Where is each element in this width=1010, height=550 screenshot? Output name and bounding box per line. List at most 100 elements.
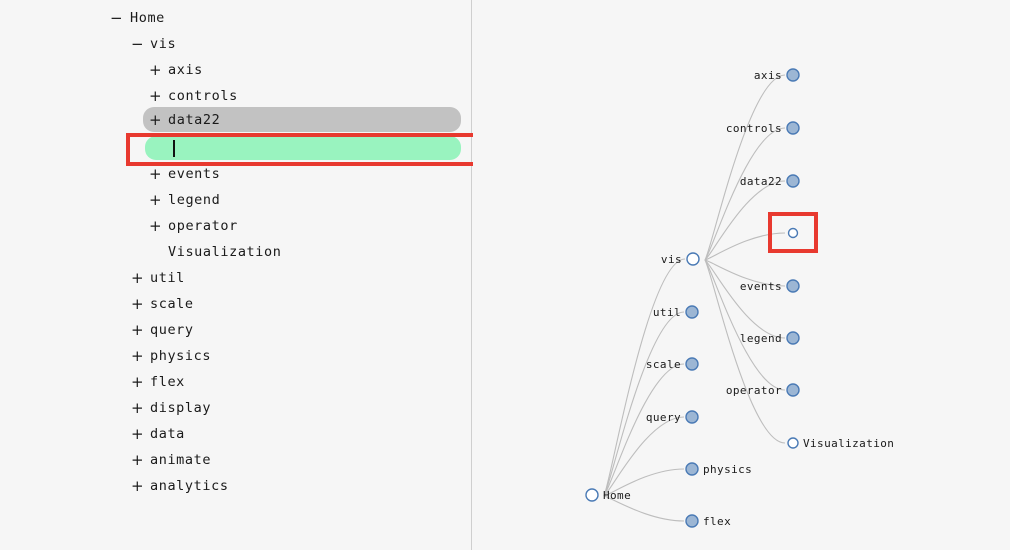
tree-row[interactable]: + analytics <box>0 473 471 499</box>
tree-row[interactable]: + data <box>0 421 471 447</box>
graph-node[interactable]: flex <box>685 514 731 528</box>
tree-node-label[interactable]: events <box>168 166 221 182</box>
tree-row[interactable]: + events <box>0 161 471 187</box>
graph-node[interactable]: events <box>740 279 800 293</box>
inline-rename-input[interactable] <box>145 136 461 160</box>
tree-node-label[interactable]: data22 <box>168 112 221 128</box>
expand-icon[interactable]: + <box>131 347 144 365</box>
tree-row[interactable]: + animate <box>0 447 471 473</box>
graph-node[interactable]: legend <box>740 331 800 345</box>
collapse-icon[interactable]: − <box>131 35 144 53</box>
graph-node-circle[interactable] <box>786 279 800 293</box>
tree-row[interactable]: + scale <box>0 291 471 317</box>
tree-row[interactable]: + util <box>0 265 471 291</box>
tree-row[interactable]: + legend <box>0 187 471 213</box>
graph-node-circle[interactable] <box>787 437 799 449</box>
tree-row[interactable]: −vis <box>0 31 471 57</box>
graph-edge <box>704 180 786 261</box>
graph-node-circle[interactable] <box>786 174 800 188</box>
graph-node-label: Home <box>603 489 631 502</box>
graph-node[interactable]: data22 <box>740 174 800 188</box>
expand-icon[interactable]: + <box>149 87 162 105</box>
expand-icon[interactable]: + <box>149 217 162 235</box>
graph-node-label: physics <box>703 463 752 476</box>
tree-node-label[interactable]: controls <box>168 88 238 104</box>
graph-node-label: axis <box>754 69 782 82</box>
graph-node-circle[interactable] <box>685 357 699 371</box>
expand-icon[interactable]: + <box>149 165 162 183</box>
tree-row[interactable]: + controls <box>0 83 471 109</box>
graph-node[interactable]: Home <box>585 488 631 502</box>
tree-node-label[interactable]: physics <box>150 348 212 364</box>
graph-node[interactable]: query <box>646 410 699 424</box>
graph-node-circle[interactable] <box>686 252 700 266</box>
tree-node-label[interactable]: operator <box>168 218 238 234</box>
tree-node-label[interactable]: vis <box>150 36 177 52</box>
graph-node[interactable]: operator <box>726 383 800 397</box>
tree-row[interactable]: −Home <box>0 5 471 31</box>
graph-node-circle[interactable] <box>685 305 699 319</box>
graph-node-label: events <box>740 280 782 293</box>
graph-node-circle[interactable] <box>786 121 800 135</box>
graph-node[interactable]: vis <box>661 252 700 266</box>
expand-icon[interactable]: + <box>131 373 144 391</box>
selected-row-highlight[interactable] <box>143 107 461 132</box>
expand-icon[interactable]: + <box>149 61 162 79</box>
graph-node-circle[interactable] <box>786 331 800 345</box>
expand-icon[interactable]: + <box>131 477 144 495</box>
graph-node-circle[interactable] <box>585 488 599 502</box>
graph-edge <box>704 74 786 261</box>
expand-icon[interactable]: + <box>131 451 144 469</box>
graph-node-label: util <box>653 306 681 319</box>
tree-row[interactable]: + physics <box>0 343 471 369</box>
tree-node-label[interactable]: analytics <box>150 478 229 494</box>
graph-node-circle[interactable] <box>685 514 699 528</box>
graph-node[interactable]: util <box>653 305 699 319</box>
expand-icon[interactable]: + <box>131 399 144 417</box>
expand-icon[interactable]: + <box>131 425 144 443</box>
graph-node-circle[interactable] <box>787 227 799 239</box>
tree-node-label[interactable]: legend <box>168 192 221 208</box>
tree-row[interactable]: Visualization <box>0 239 471 265</box>
graph-node-label: flex <box>703 515 731 528</box>
node-link-graph: axis controls data22 events legend operatorVi… <box>585 68 894 528</box>
tree-node-label[interactable]: util <box>150 270 185 286</box>
tree-row[interactable]: + axis <box>0 57 471 83</box>
tree-row[interactable]: + query <box>0 317 471 343</box>
tree-row[interactable]: + data22 <box>0 107 471 133</box>
tree-node-label[interactable]: animate <box>150 452 212 468</box>
tree-node-label[interactable]: scale <box>150 296 194 312</box>
graph-edge <box>603 468 685 497</box>
graph-node[interactable]: physics <box>685 462 752 476</box>
collapse-icon[interactable]: − <box>110 9 123 27</box>
graph-node-circle[interactable] <box>685 410 699 424</box>
tree-row[interactable]: + display <box>0 395 471 421</box>
expand-icon[interactable]: + <box>131 321 144 339</box>
expand-icon[interactable]: + <box>149 111 162 129</box>
graph-edge <box>603 258 686 497</box>
graph-node-circle[interactable] <box>786 68 800 82</box>
tree-node-label[interactable]: query <box>150 322 194 338</box>
graph-node[interactable] <box>787 227 799 239</box>
expand-icon[interactable]: + <box>131 295 144 313</box>
graph-node[interactable]: controls <box>726 121 800 135</box>
tree-node-label[interactable]: Visualization <box>168 244 282 260</box>
graph-node-circle[interactable] <box>786 383 800 397</box>
graph-node-circle[interactable] <box>685 462 699 476</box>
graph-node[interactable]: scale <box>646 357 699 371</box>
tree-row[interactable]: + flex <box>0 369 471 395</box>
tree-node-label[interactable]: display <box>150 400 212 416</box>
tree-node-label[interactable]: axis <box>168 62 203 78</box>
tree-row[interactable]: + operator <box>0 213 471 239</box>
expand-icon[interactable]: + <box>131 269 144 287</box>
tree-node-label[interactable]: Home <box>130 10 165 26</box>
graph-edge <box>603 363 685 497</box>
expand-icon[interactable]: + <box>149 191 162 209</box>
tree-node-label[interactable]: flex <box>150 374 185 390</box>
graph-node[interactable]: axis <box>754 68 800 82</box>
tree-node-label[interactable]: data <box>150 426 185 442</box>
graph-edge <box>603 311 685 497</box>
graph-edge <box>603 495 685 522</box>
graph-node[interactable]: Visualization <box>787 437 894 450</box>
